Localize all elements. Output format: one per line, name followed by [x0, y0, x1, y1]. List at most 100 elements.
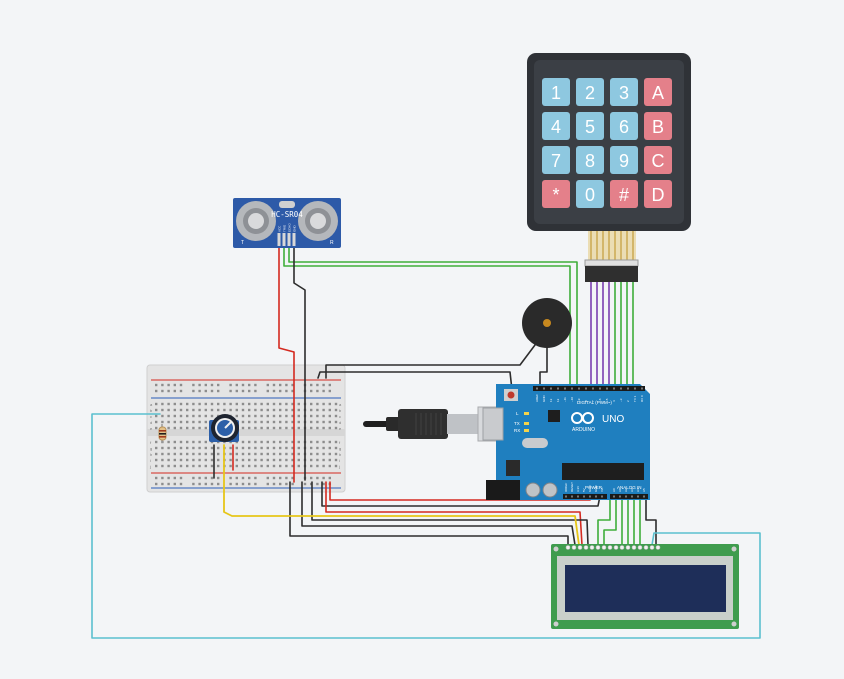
breadboard-gnd-to-arduino-wire[interactable]	[317, 371, 513, 391]
lcd-pin[interactable]	[565, 545, 571, 550]
usb-plug-metal	[447, 414, 479, 434]
usb-cable[interactable]	[363, 406, 503, 442]
lcd-backlight-wire[interactable]	[645, 499, 657, 546]
lcd-pin-header	[565, 545, 661, 550]
digital-header-label: DIGITAL (PWM~)	[577, 400, 612, 405]
key-1[interactable]: 1	[542, 78, 570, 106]
row-letter: b	[150, 408, 153, 413]
key-4[interactable]: 4	[542, 112, 570, 140]
row-letter: d	[339, 420, 341, 425]
sensor-vcc-wire[interactable]	[278, 244, 295, 483]
key-*[interactable]: *	[542, 180, 570, 208]
keypad-connector	[585, 266, 638, 282]
key-cap[interactable]	[644, 146, 672, 174]
lcd-rw-wire[interactable]	[289, 481, 569, 546]
key-6[interactable]: 6	[610, 112, 638, 140]
sensor-gnd-wire[interactable]	[293, 244, 306, 481]
key-8[interactable]: 8	[576, 146, 604, 174]
lcd-pin[interactable]	[577, 545, 583, 550]
reset-button[interactable]	[507, 391, 515, 399]
digital-pin-label: ~9	[577, 398, 581, 402]
lcd-rs-wire[interactable]	[597, 499, 611, 546]
key-cap[interactable]	[610, 78, 638, 106]
key-D[interactable]: D	[644, 180, 672, 208]
lcd-pin[interactable]	[649, 545, 655, 550]
potentiometer[interactable]	[209, 414, 239, 442]
key-cap[interactable]	[576, 146, 604, 174]
analog-pin-label: A2	[624, 488, 628, 492]
key-C[interactable]: C	[644, 146, 672, 174]
buzzer-gnd-wire[interactable]	[325, 344, 536, 379]
key-label: A	[652, 83, 664, 103]
row-letter: i	[150, 458, 151, 463]
key-cap[interactable]	[644, 180, 672, 208]
key-cap[interactable]	[576, 78, 604, 106]
sensor-pin[interactable]	[282, 233, 286, 246]
arduino-uno[interactable]: L TX RX ARDUINO UNO DIGITAL (PWM~) POWER…	[482, 384, 650, 500]
sensor-trig-wire[interactable]	[288, 244, 578, 391]
key-cap[interactable]	[542, 112, 570, 140]
lcd-e-wire[interactable]	[603, 499, 617, 546]
lcd-pin[interactable]	[601, 545, 607, 550]
keypad-wires[interactable]	[590, 281, 634, 391]
sensor-pin-label: TRIG	[282, 224, 286, 232]
lcd-pin[interactable]	[643, 545, 649, 550]
analog-pin-label: A5	[642, 488, 646, 492]
analog-header-label: ANALOG IN	[617, 485, 642, 490]
key-cap[interactable]	[610, 146, 638, 174]
key-5[interactable]: 5	[576, 112, 604, 140]
key-9[interactable]: 9	[610, 146, 638, 174]
key-0[interactable]: 0	[576, 180, 604, 208]
key-cap[interactable]	[542, 180, 570, 208]
pot-wiper-wire[interactable]	[223, 444, 580, 546]
key-cap[interactable]	[610, 112, 638, 140]
row-letter: a	[150, 402, 153, 407]
lcd-pin[interactable]	[571, 545, 577, 550]
power-pin-label: 3.3V	[576, 486, 580, 492]
lcd-pin[interactable]	[637, 545, 643, 550]
power-pin-label: IOREF	[564, 483, 568, 492]
key-B[interactable]: B	[644, 112, 672, 140]
key-cap[interactable]	[644, 112, 672, 140]
lcd-anode-wire[interactable]	[91, 413, 761, 639]
key-A[interactable]: A	[644, 78, 672, 106]
usb-chip	[548, 410, 560, 422]
lcd-16x2[interactable]	[551, 544, 739, 629]
key-cap[interactable]	[576, 112, 604, 140]
key-3[interactable]: 3	[610, 78, 638, 106]
resistor[interactable]	[158, 424, 167, 443]
lcd-pin[interactable]	[589, 545, 595, 550]
lcd-pin[interactable]	[631, 545, 637, 550]
lcd-pin[interactable]	[619, 545, 625, 550]
key-cap[interactable]	[542, 146, 570, 174]
lcd-pin[interactable]	[655, 545, 661, 550]
lcd-pin[interactable]	[595, 545, 601, 550]
buzzer-signal-wire[interactable]	[539, 344, 548, 391]
key-2[interactable]: 2	[576, 78, 604, 106]
sensor-pin[interactable]	[287, 233, 291, 246]
key-7[interactable]: 7	[542, 146, 570, 174]
sensor-pin[interactable]	[277, 233, 281, 246]
lcd-pin[interactable]	[613, 545, 619, 550]
key-cap[interactable]	[644, 78, 672, 106]
key-cap[interactable]	[610, 180, 638, 208]
lcd-pin[interactable]	[607, 545, 613, 550]
lcd-pin[interactable]	[583, 545, 589, 550]
lcd-pin[interactable]	[625, 545, 631, 550]
key-cap[interactable]	[576, 180, 604, 208]
arduino-gnd-wire[interactable]	[321, 481, 601, 507]
lcd-vdd-wire[interactable]	[325, 481, 583, 546]
sensor-pin[interactable]	[292, 233, 296, 246]
key-#[interactable]: #	[610, 180, 638, 208]
piezo-buzzer[interactable]	[522, 298, 572, 348]
key-cap[interactable]	[542, 78, 570, 106]
lcd-vss-wire[interactable]	[301, 481, 576, 546]
lcd-k-wire[interactable]	[311, 481, 589, 546]
